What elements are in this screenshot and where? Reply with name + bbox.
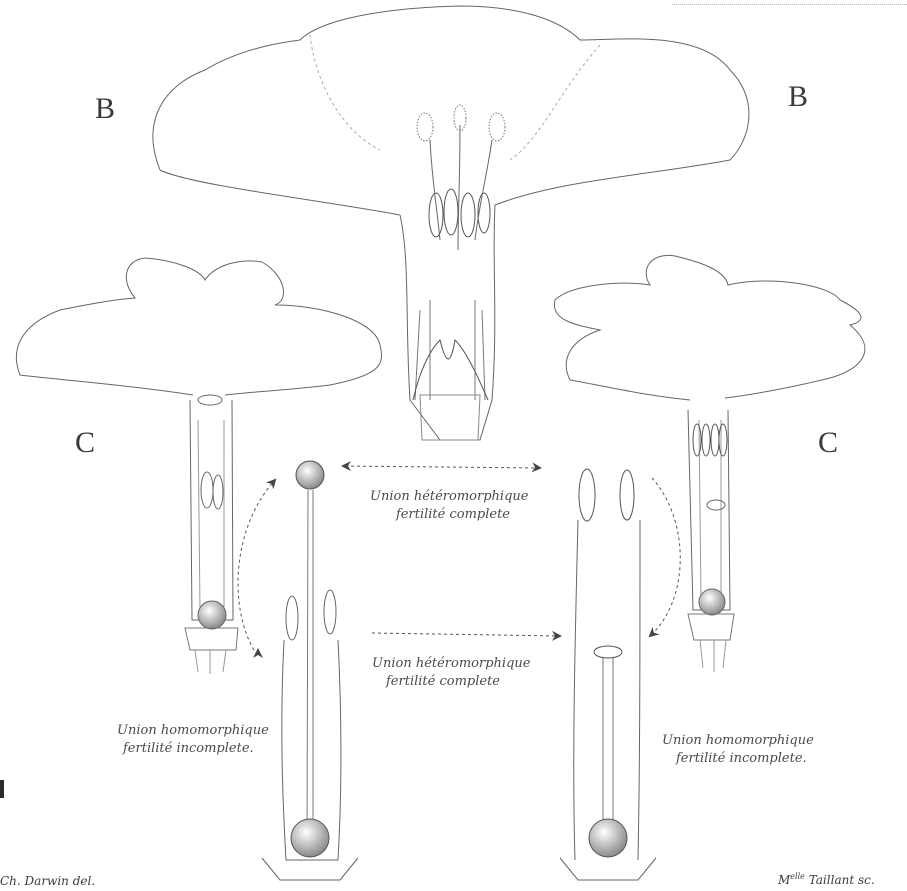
caption-line: Union homomorphique [662, 732, 814, 750]
caption-homo-left: Union homomorphique fertilité incomplete… [117, 722, 269, 758]
signature-right-rest: Taillant sc. [805, 873, 875, 887]
flower-c-right [554, 255, 864, 672]
caption-line: fertilité incomplete. [117, 740, 269, 758]
signature-right-prefix: M [778, 873, 790, 887]
signature-left: Ch. Darwin del. [0, 874, 95, 888]
signature-right: Melle Taillant sc. [778, 872, 875, 887]
caption-line: fertilité incomplete. [662, 750, 814, 768]
pistil-long-style [262, 461, 358, 880]
flower-c-left [16, 258, 381, 674]
label-c-left: C [75, 426, 95, 460]
label-b-right: B [788, 80, 808, 114]
label-c-right: C [818, 426, 838, 460]
flower-b [153, 6, 749, 440]
caption-line: fertilité complete [372, 673, 530, 691]
caption-line: Union homomorphique [117, 722, 269, 740]
pistil-short-style [560, 469, 656, 880]
caption-hetero-top: Union hétéromorphique fertilité complete [370, 488, 528, 524]
caption-hetero-mid: Union hétéromorphique fertilité complete [372, 655, 530, 691]
signature-right-sup: elle [790, 872, 805, 881]
top-rule [672, 4, 907, 5]
caption-homo-right: Union homomorphique fertilité incomplete… [662, 732, 814, 768]
caption-line: Union hétéromorphique [370, 488, 528, 506]
page-edge-mark [0, 780, 4, 798]
label-b-left: B [95, 92, 115, 126]
caption-line: Union hétéromorphique [372, 655, 530, 673]
caption-line: fertilité complete [370, 506, 528, 524]
